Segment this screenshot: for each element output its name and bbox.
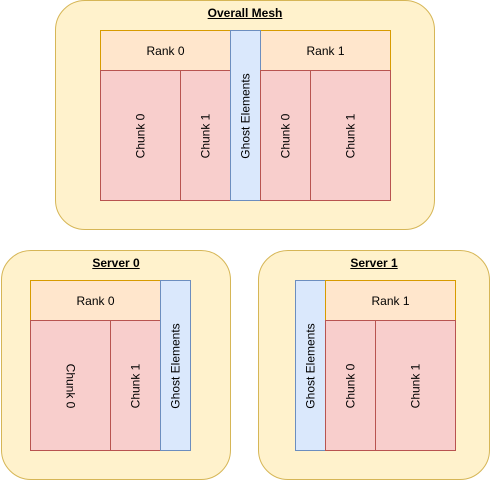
overall-rank-0: Rank 0 bbox=[100, 30, 231, 71]
server-0-ghost-elements: Ghost Elements bbox=[160, 280, 191, 451]
overall-chunk-1-b: Chunk 1 bbox=[310, 70, 391, 201]
overall-rank-1-label: Rank 1 bbox=[306, 43, 345, 58]
server-1-chunk-1: Chunk 1 bbox=[375, 320, 456, 451]
server-0-chunk-0: Chunk 0 bbox=[30, 320, 111, 451]
server-1-title: Server 1 bbox=[350, 256, 398, 270]
server-1-ghost-elements: Ghost Elements bbox=[295, 280, 326, 451]
overall-ghost-label: Ghost Elements bbox=[238, 72, 253, 159]
server-1-rank-1-label: Rank 1 bbox=[371, 293, 410, 308]
overall-rank-1: Rank 1 bbox=[260, 30, 391, 71]
overall-chunk-1-a-label: Chunk 1 bbox=[198, 113, 213, 158]
server-1-chunk-0: Chunk 0 bbox=[325, 320, 376, 451]
overall-ghost-elements: Ghost Elements bbox=[230, 30, 261, 201]
overall-mesh-title: Overall Mesh bbox=[207, 6, 283, 20]
overall-chunk-0-b-label: Chunk 0 bbox=[278, 113, 293, 158]
server-1-ghost-label: Ghost Elements bbox=[303, 322, 318, 409]
overall-chunk-0-a: Chunk 0 bbox=[100, 70, 181, 201]
server-1-chunk-1-label: Chunk 1 bbox=[408, 363, 423, 408]
overall-chunk-0-a-label: Chunk 0 bbox=[133, 113, 148, 158]
overall-chunk-1-a: Chunk 1 bbox=[180, 70, 231, 201]
server-0-rank-0: Rank 0 bbox=[30, 280, 161, 321]
server-0-rank-0-label: Rank 0 bbox=[76, 293, 115, 308]
server-0-chunk-1: Chunk 1 bbox=[110, 320, 161, 451]
overall-rank-0-label: Rank 0 bbox=[146, 43, 185, 58]
server-0-title: Server 0 bbox=[92, 256, 140, 270]
server-0-chunk-1-label: Chunk 1 bbox=[128, 363, 143, 408]
server-1-rank-1: Rank 1 bbox=[325, 280, 456, 321]
overall-chunk-1-b-label: Chunk 1 bbox=[343, 113, 358, 158]
server-0-ghost-label: Ghost Elements bbox=[168, 322, 183, 409]
server-0-chunk-0-label: Chunk 0 bbox=[63, 363, 78, 408]
server-1-chunk-0-label: Chunk 0 bbox=[343, 363, 358, 408]
overall-chunk-0-b: Chunk 0 bbox=[260, 70, 311, 201]
